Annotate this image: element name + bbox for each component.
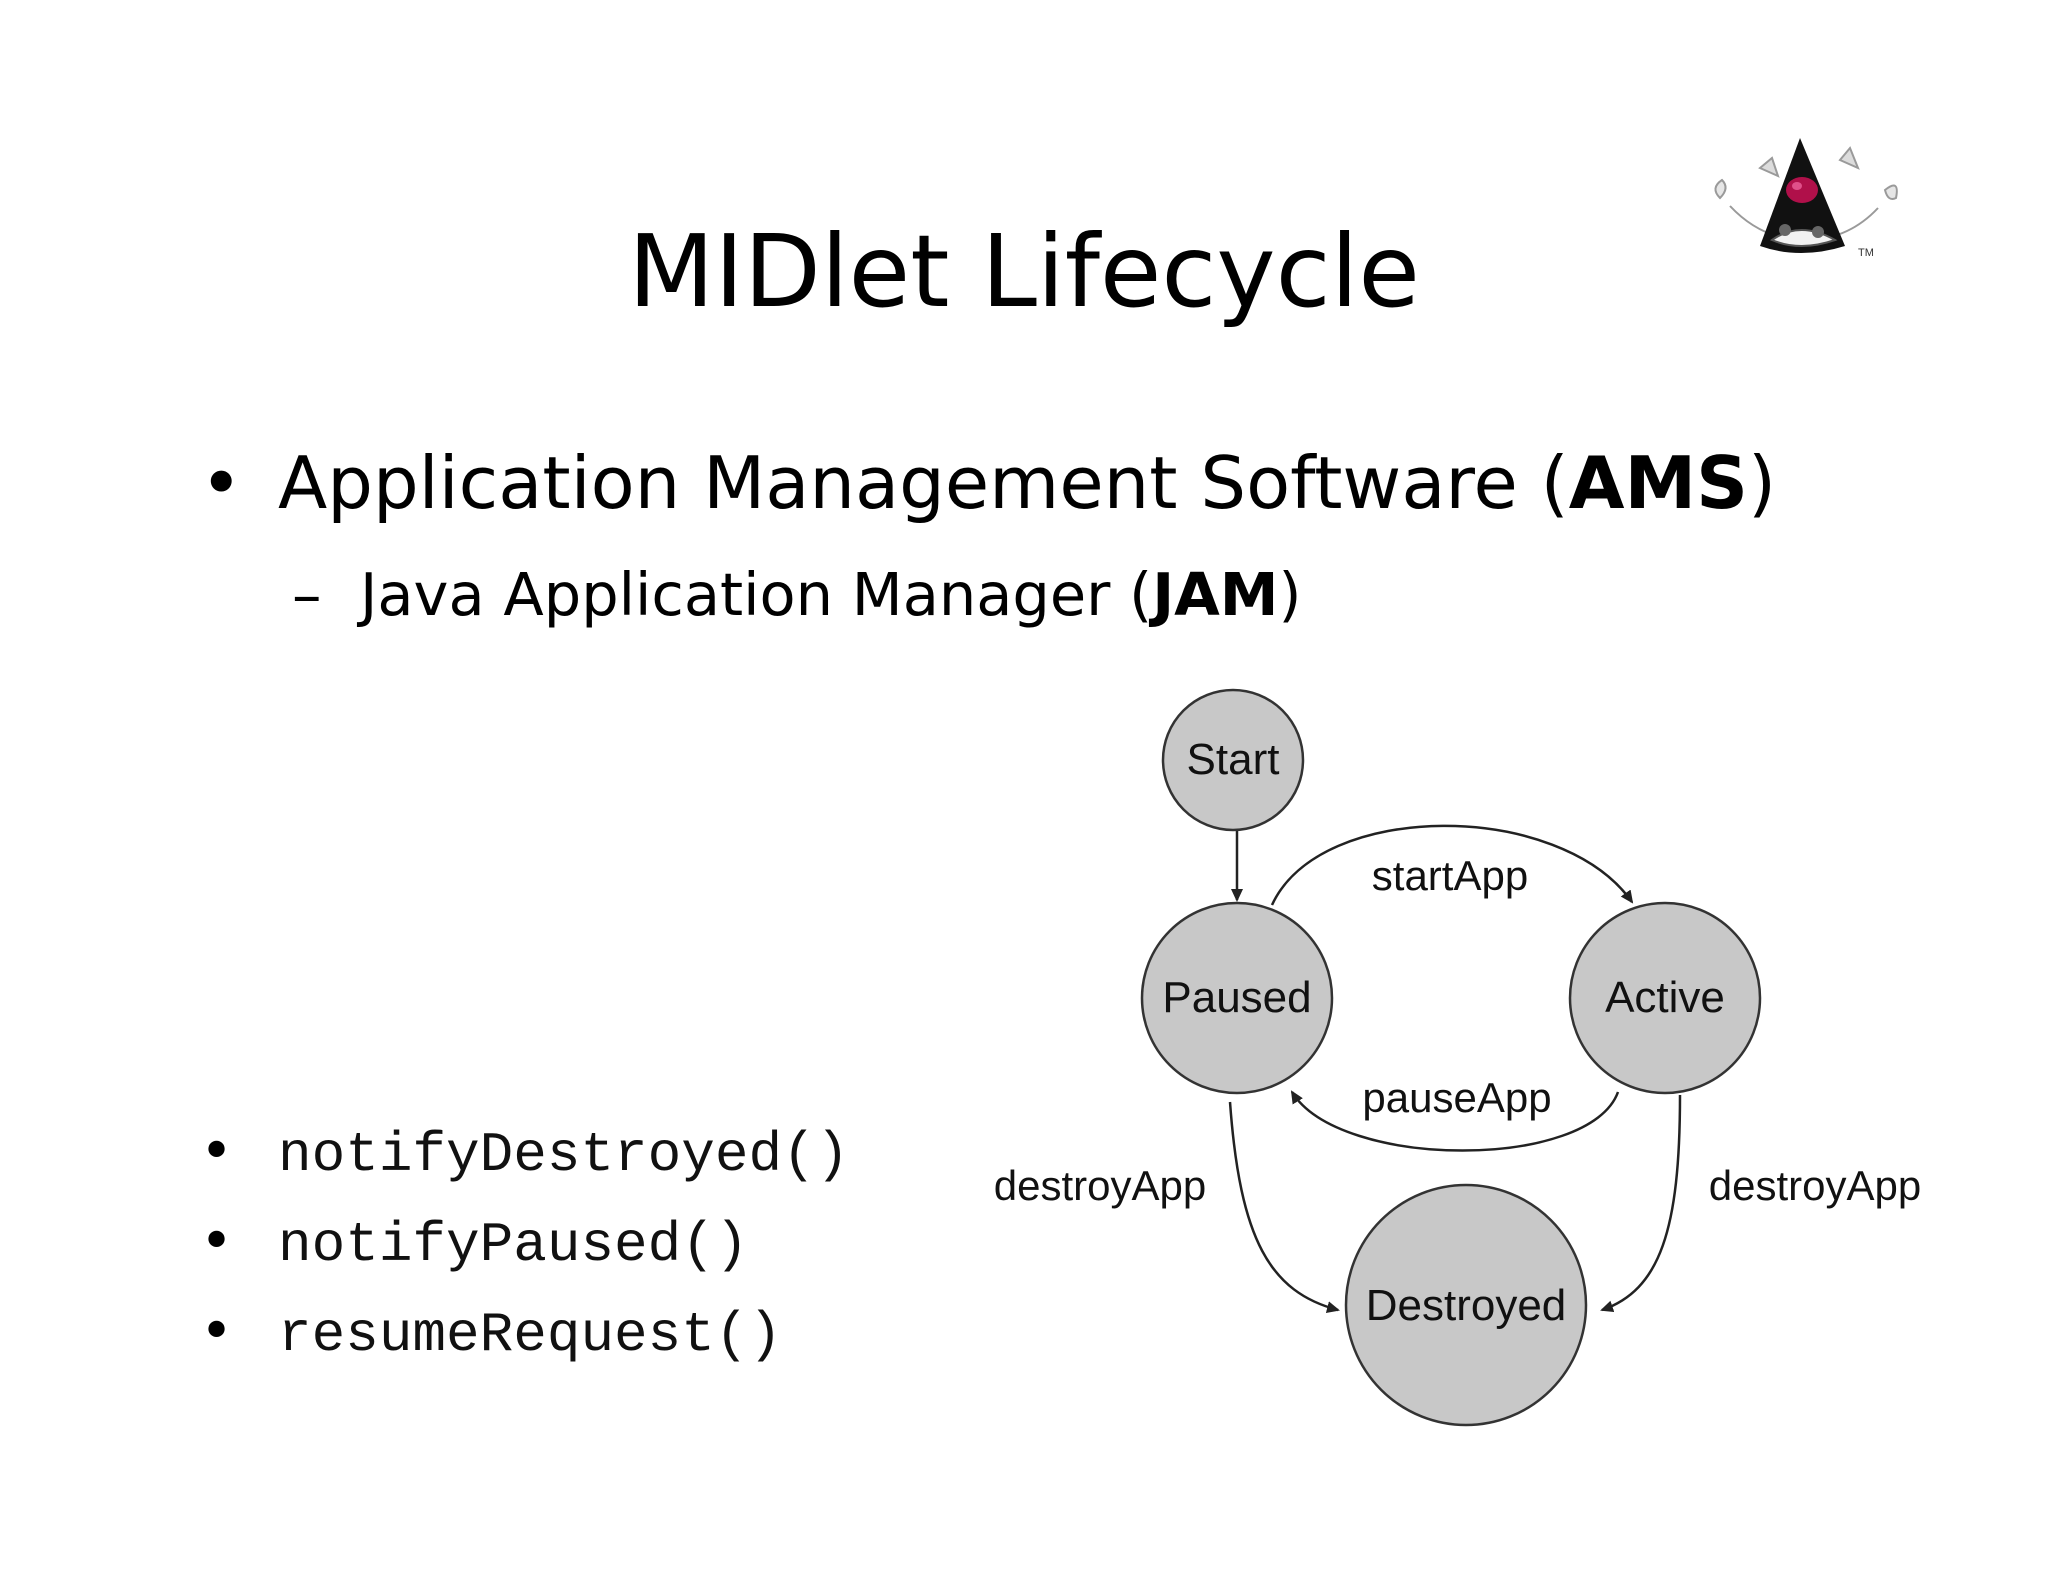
transition-start-app-label: startApp [1372, 852, 1528, 899]
bullet-jam-text: Java Application Manager ( [360, 560, 1153, 629]
transition-destroy-left-label: destroyApp [994, 1162, 1206, 1209]
transition-pause-app-label: pauseApp [1362, 1074, 1551, 1121]
trademark-mark: TM [1858, 247, 1874, 259]
state-active-label: Active [1605, 973, 1725, 1022]
bullet-jam-close: ) [1278, 560, 1302, 629]
state-destroyed-label: Destroyed [1366, 1281, 1567, 1330]
bullet-ams: • Application Management Software (AMS) [200, 438, 1776, 528]
bullet-symbol: • [200, 1299, 234, 1364]
edge-destroy-left [1228, 1101, 1340, 1313]
edge-start-app [1270, 824, 1634, 906]
code-item-notify-destroyed: • notifyDestroyed() [200, 1117, 849, 1190]
state-start [1161, 688, 1305, 832]
code-item-notify-paused: • notifyPaused() [200, 1207, 748, 1280]
edge-pause-app [1290, 1090, 1620, 1152]
state-start-label: Start [1187, 735, 1280, 784]
duke-mascot-icon: TM [1714, 138, 1898, 259]
code-text: notifyDestroyed() [278, 1123, 850, 1187]
bullet-symbol: • [200, 1209, 234, 1274]
transition-destroy-right-label: destroyApp [1709, 1162, 1921, 1209]
state-destroyed [1344, 1183, 1588, 1427]
bullet-symbol: • [200, 1119, 234, 1184]
bullet-ams-text: Application Management Software ( [278, 441, 1569, 525]
bullet-jam-bold: JAM [1152, 560, 1279, 629]
bullet-jam: –Java Application Manager (JAM) [292, 557, 1302, 633]
state-paused [1140, 901, 1334, 1095]
code-text: resumeRequest() [278, 1303, 783, 1367]
state-paused-label: Paused [1162, 973, 1311, 1022]
bullet-ams-close: ) [1747, 441, 1777, 525]
bullet-ams-bold: AMS [1568, 441, 1748, 525]
slide-title: MIDlet Lifecycle [628, 213, 1420, 330]
code-item-resume-request: • resumeRequest() [200, 1297, 782, 1370]
state-active [1568, 901, 1762, 1095]
edge-destroy-right [1600, 1094, 1682, 1313]
sub-bullet-symbol: – [292, 560, 322, 629]
bullet-symbol: • [200, 441, 243, 525]
code-text: notifyPaused() [278, 1213, 749, 1277]
